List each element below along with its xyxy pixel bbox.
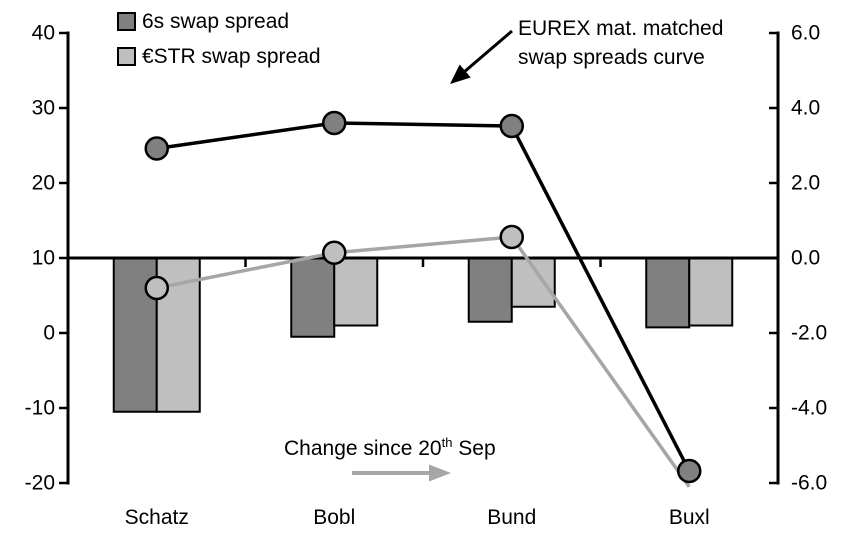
legend-label-estr: €STR swap spread [142, 45, 321, 68]
annotation-change-suffix: Sep [452, 437, 496, 460]
marker-6s-schatz [144, 136, 169, 161]
marker-6s-bund [499, 113, 524, 139]
annotation-eurex: EUREX mat. matched swap spreads curve [518, 14, 723, 72]
annotation-eurex-line1: EUREX mat. matched [518, 17, 724, 40]
legend-swatch-estr [117, 47, 136, 66]
bar-estr-buxl [688, 257, 734, 327]
left-axis-label: -20 [25, 472, 55, 495]
left-axis-label: 0 [43, 322, 55, 345]
category-label-schatz: Schatz [125, 506, 189, 529]
bar-6s-bund [467, 257, 513, 323]
right-axis-label: -2.0 [791, 322, 827, 345]
annotation-change-sup: th [441, 435, 453, 450]
category-label-bobl: Bobl [313, 506, 355, 529]
annotation-eurex-line2: swap spreads curve [518, 46, 705, 69]
legend-label-6s: 6s swap spread [142, 10, 290, 33]
eurex-arrow-head [450, 64, 471, 84]
eurex-arrow [462, 29, 513, 74]
annotation-change-prefix: Change since 20 [284, 437, 442, 460]
right-axis-label: 4.0 [791, 97, 820, 120]
left-axis-label: -10 [25, 397, 55, 420]
line-6s-swap-spread [156, 121, 691, 472]
marker-6s-buxl [677, 458, 702, 484]
right-axis-label: -6.0 [791, 472, 827, 495]
right-axis-label: 2.0 [791, 172, 820, 195]
left-axis-label: 20 [32, 172, 55, 195]
left-axis-label: 30 [32, 97, 55, 120]
line-estr-swap-spread [156, 235, 691, 488]
change-arrow-head [429, 464, 451, 482]
bar-6s-buxl [645, 257, 691, 329]
legend: 6s swap spread €STR swap spread [117, 11, 321, 81]
right-axis-label: 0.0 [791, 247, 820, 270]
marker-6s-bobl [322, 110, 347, 136]
left-axis-label: 40 [32, 22, 55, 45]
marker-estr-schatz [144, 275, 169, 301]
legend-swatch-6s [117, 12, 136, 31]
bar-6s-bobl [290, 257, 336, 338]
legend-item-6s: 6s swap spread [117, 11, 321, 32]
marker-estr-bund [499, 224, 524, 250]
bar-estr-bobl [333, 257, 379, 327]
right-axis-label: 6.0 [791, 22, 820, 45]
left-axis-label: 10 [32, 247, 55, 270]
annotation-change-since: Change since 20th Sep [284, 435, 496, 461]
category-label-bund: Bund [487, 506, 536, 529]
legend-item-estr: €STR swap spread [117, 46, 321, 67]
marker-estr-bobl [322, 240, 347, 265]
category-label-buxl: Buxl [669, 506, 710, 529]
right-axis-label: -4.0 [791, 397, 827, 420]
